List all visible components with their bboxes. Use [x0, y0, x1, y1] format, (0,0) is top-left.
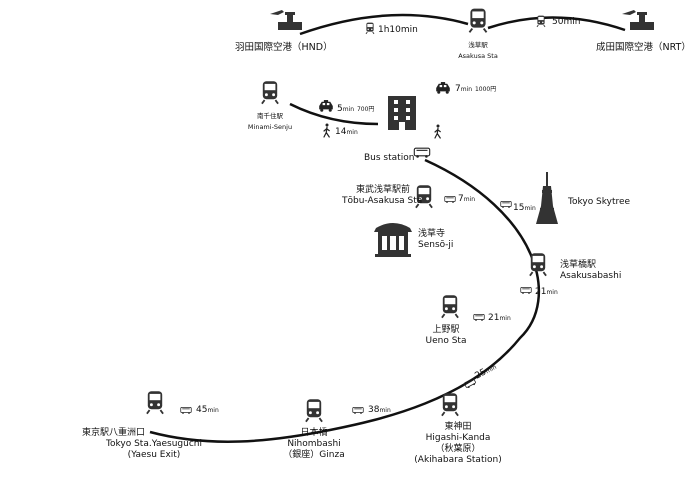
- nihombashi-train-icon: [304, 398, 324, 423]
- tobu-asakusa-en: Tōbu-Asakusa Sta: [342, 196, 423, 206]
- taxi-icon: [319, 100, 333, 112]
- skytree-unit: min: [524, 205, 536, 212]
- asakusabashi-minutes: 21: [535, 287, 547, 297]
- asakusa-taxi-minutes: 7: [455, 84, 461, 94]
- nihombashi-label: 日本橋 Nihombashi （銀座）Ginza: [283, 428, 344, 461]
- nihombashi-ja: 日本橋: [300, 428, 328, 438]
- tobu-asakusa-label: 東武浅草駅前 Tōbu-Asakusa Sta: [342, 185, 423, 207]
- route-line-asakusa-narita: [487, 16, 626, 32]
- taxi-icon: [436, 82, 450, 94]
- ueno-minutes: 21: [488, 313, 500, 323]
- bus-station-label: Bus station: [364, 153, 415, 163]
- asakusa-taxi-fare: 1000円: [474, 86, 497, 93]
- tobu-time: 7min: [458, 194, 475, 205]
- bus-icon: [500, 201, 512, 209]
- tokyo-yaesu-unit: min: [207, 407, 219, 414]
- nihombashi-time: 38min: [368, 405, 391, 416]
- tokyo-yaesu-label: 東京駅八重洲口 Tokyo Sta.Yaesuguchi (Yaesu Exit…: [82, 428, 202, 461]
- higashi-kanda-label: 東神田 Higashi-Kanda （秋葉原） (Akihabara Stati…: [414, 422, 501, 466]
- higashi-kanda-train-icon: [440, 392, 460, 417]
- nihombashi-alt: （銀座）Ginza: [283, 450, 345, 460]
- asakusa-en: Asakusa Sta: [458, 52, 498, 60]
- higashi-kanda-en: Higashi-Kanda: [425, 433, 491, 443]
- asakusa-taxi-time: 7min 1000円: [455, 84, 496, 95]
- haneda-asakusa-time: 1h10min: [378, 25, 418, 35]
- skytree-time: 15min: [513, 203, 536, 214]
- minami-senju-label: 南千住駅 Minami-Senju: [248, 111, 292, 133]
- bus-icon: [180, 407, 192, 415]
- minami-taxi-minutes: 5: [337, 104, 343, 114]
- haneda-airport-icon: [270, 10, 302, 30]
- skytree-icon: [536, 172, 558, 224]
- asakusabashi-label: 浅草橋駅 Asakusabashi: [560, 260, 621, 282]
- skytree-minutes: 15: [513, 203, 525, 213]
- nihombashi-en: Nihombashi: [287, 439, 341, 449]
- asakusa-taxi-unit: min: [460, 86, 473, 93]
- tokyo-yaesu-time: 45min: [196, 405, 219, 416]
- ueno-time: 21min: [488, 313, 511, 324]
- asakusabashi-en: Asakusabashi: [560, 271, 622, 281]
- narita-airport-icon: [622, 10, 654, 30]
- higashi-kanda-ja: 東神田: [444, 422, 472, 432]
- minami-senju-ja: 南千住駅: [256, 112, 283, 120]
- bus-icon: [444, 196, 456, 204]
- route-line-haneda-asakusa: [299, 13, 469, 36]
- sensoji-en: Sensō-ji: [418, 240, 454, 250]
- minami-senju-en: Minami-Senju: [247, 123, 293, 131]
- bus-station-icon: [413, 147, 431, 159]
- bus-icon: [520, 287, 532, 295]
- minami-walk-time: 14min: [335, 127, 358, 138]
- tokyo-yaesu-train-icon: [145, 390, 165, 415]
- ueno-en: Ueno Sta: [425, 336, 467, 346]
- ueno-train-icon: [440, 294, 460, 319]
- tobu-asakusa-ja: 東武浅草駅前: [355, 185, 410, 195]
- ueno-ja: 上野駅: [432, 325, 460, 335]
- skytree-label: Tokyo Skytree: [568, 197, 631, 207]
- tokyo-yaesu-alt: (Yaesu Exit): [127, 450, 181, 460]
- tobu-unit: min: [463, 196, 476, 203]
- sensoji-ja: 浅草寺: [418, 229, 446, 239]
- route-train-icon: [536, 15, 546, 28]
- minami-walk-unit: min: [346, 129, 358, 136]
- asakusa-narita-time: 50min: [552, 17, 581, 27]
- minami-taxi-unit: min: [342, 106, 355, 113]
- nihombashi-unit: min: [379, 407, 391, 414]
- minami-walk-minutes: 14: [335, 127, 347, 137]
- minami-taxi-fare: 700円: [356, 106, 375, 113]
- tokyo-yaesu-en: Tokyo Sta.Yaesuguchi: [106, 439, 202, 449]
- walking-icon: [434, 123, 441, 139]
- walking-icon: [323, 122, 330, 138]
- route-train-icon: [365, 22, 375, 35]
- higashi-kanda-alt-en: (Akihabara Station): [414, 455, 502, 465]
- tokyo-yaesu-minutes: 45: [196, 405, 208, 415]
- narita-label: 成田国際空港（NRT）: [596, 42, 691, 53]
- haneda-label: 羽田国際空港（HND）: [235, 42, 333, 53]
- nihombashi-minutes: 38: [368, 405, 380, 415]
- ueno-unit: min: [499, 315, 511, 322]
- asakusabashi-train-icon: [529, 252, 547, 277]
- hotel-building-icon: [388, 96, 416, 130]
- sensoji-label: 浅草寺 Sensō-ji: [418, 229, 453, 251]
- asakusabashi-time: 21min: [535, 287, 558, 298]
- bus-icon: [473, 314, 485, 322]
- asakusabashi-unit: min: [546, 289, 558, 296]
- minami-senju-train-icon: [260, 80, 280, 105]
- temple-icon: [374, 223, 412, 257]
- bus-icon: [352, 407, 364, 415]
- asakusa-station-label: 浅草駅 Asakusa Sta: [458, 40, 498, 62]
- tobu-minutes: 7: [458, 194, 464, 204]
- route-line-minami-hotel: [289, 102, 379, 126]
- asakusa-ja: 浅草駅: [468, 41, 488, 49]
- higashi-kanda-alt-ja: （秋葉原）: [435, 444, 481, 454]
- minami-taxi-time: 5min 700円: [337, 104, 374, 115]
- asakusa-train-icon: [468, 7, 488, 34]
- asakusabashi-ja: 浅草橋駅: [560, 260, 597, 270]
- tokyo-yaesu-ja: 東京駅八重洲口: [82, 428, 146, 438]
- ueno-label: 上野駅 Ueno Sta: [426, 325, 467, 347]
